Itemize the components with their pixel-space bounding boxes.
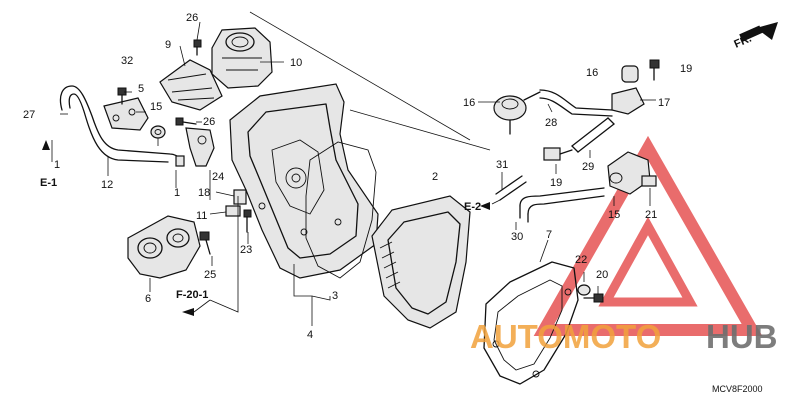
- part-3-gasket: [305, 141, 377, 279]
- callout-30: 30: [511, 231, 523, 243]
- part-19-screw: [583, 293, 604, 303]
- callout-1-mid: 1: [174, 187, 180, 199]
- part-23-screw: [243, 209, 252, 233]
- callout-17: 19: [550, 177, 562, 189]
- part-8-valve: [493, 91, 541, 135]
- part-29-tube: [571, 117, 615, 153]
- callout-9: 9: [165, 39, 171, 51]
- callout-labels: 26 9 10 32 5 15 26 27 1 12 1 24 18 11 23…: [23, 12, 692, 341]
- part-11-clip: [225, 205, 241, 217]
- front-direction-arrow: [739, 22, 778, 42]
- callout-2: 2: [432, 171, 438, 183]
- diagram-code: MCV8F2000: [712, 384, 763, 394]
- part-30-hose: [519, 187, 605, 223]
- part-16-fitting: [611, 87, 645, 115]
- callout-11: 11: [196, 210, 207, 222]
- part-5-bracket: [103, 97, 149, 131]
- part-6-throttle-body: [127, 215, 201, 279]
- part-9-connecting-tube: [159, 59, 223, 111]
- part-21-bracket: [641, 175, 657, 187]
- part-15-cap: [621, 65, 639, 83]
- callout-7: 7: [546, 229, 552, 241]
- watermark-text: AUTOMOTO HUB: [470, 318, 778, 355]
- callout-16: 17: [658, 97, 670, 109]
- part-25-bolt: [199, 231, 211, 255]
- callout-4: 4: [307, 329, 313, 341]
- part-14-solenoid: [607, 151, 651, 195]
- reference-e-2: E-2: [464, 201, 481, 213]
- reference-f-20-1: F-20-1: [176, 289, 208, 301]
- part-26-bolt-top: [193, 39, 202, 56]
- part-17-check-valve: [543, 147, 573, 161]
- part-22-grommet: [577, 284, 591, 296]
- leader-line-top: [249, 11, 471, 141]
- callout-24: 24: [212, 171, 224, 183]
- part-32-bolt: [117, 87, 127, 105]
- callout-10: 10: [290, 57, 302, 69]
- callout-21: 21: [645, 209, 657, 221]
- watermark-auto: AUTOMOTO: [470, 318, 661, 355]
- callout-14: 15: [608, 209, 620, 221]
- part-20-bolt: [649, 59, 660, 81]
- callout-29: 29: [582, 161, 594, 173]
- watermark-hub: HUB: [706, 318, 778, 355]
- callout-18: 18: [198, 187, 210, 199]
- part-2-filter-element: [371, 195, 471, 329]
- part-26-bolt-mid: [175, 117, 197, 126]
- callout-27: 27: [23, 109, 35, 121]
- callout-20: 19: [680, 63, 692, 75]
- callout-25: 25: [204, 269, 216, 281]
- part-24-sensor: [185, 127, 215, 167]
- callout-31: 31: [496, 159, 508, 171]
- leader-line-mid: [349, 109, 491, 151]
- part-1-clip: [175, 155, 185, 167]
- part-28-hose: [539, 89, 613, 117]
- callout-8: 16: [463, 97, 475, 109]
- part-13-grommet: [150, 125, 166, 139]
- callout-6: 6: [145, 293, 151, 305]
- part-12-hose: [59, 85, 183, 163]
- part-10-intake-body: [211, 27, 273, 89]
- callout-22: 22: [575, 254, 587, 266]
- callout-19: 20: [596, 269, 608, 281]
- leader-lines: [51, 21, 656, 326]
- callout-23: 23: [240, 244, 252, 256]
- reference-labels: E-1 E-2 F-20-1: [40, 177, 481, 301]
- callout-15: 16: [586, 67, 598, 79]
- reference-arrows: [42, 140, 490, 316]
- callout-1-left: 1: [54, 159, 60, 171]
- part-7-cover: [483, 261, 579, 385]
- callout-3: 3: [332, 290, 338, 302]
- callout-26-top: 26: [186, 12, 198, 24]
- part-31-hose: [495, 175, 527, 201]
- callout-26-mid: 26: [203, 116, 215, 128]
- callout-5: 5: [138, 83, 144, 95]
- reference-e-1: E-1: [40, 177, 57, 189]
- callout-32: 32: [121, 55, 133, 67]
- callout-28: 28: [545, 117, 557, 129]
- callout-12: 12: [101, 179, 113, 191]
- watermark-triangle: [533, 135, 763, 336]
- callout-13: 15: [150, 101, 162, 113]
- part-18-plate: [233, 189, 247, 205]
